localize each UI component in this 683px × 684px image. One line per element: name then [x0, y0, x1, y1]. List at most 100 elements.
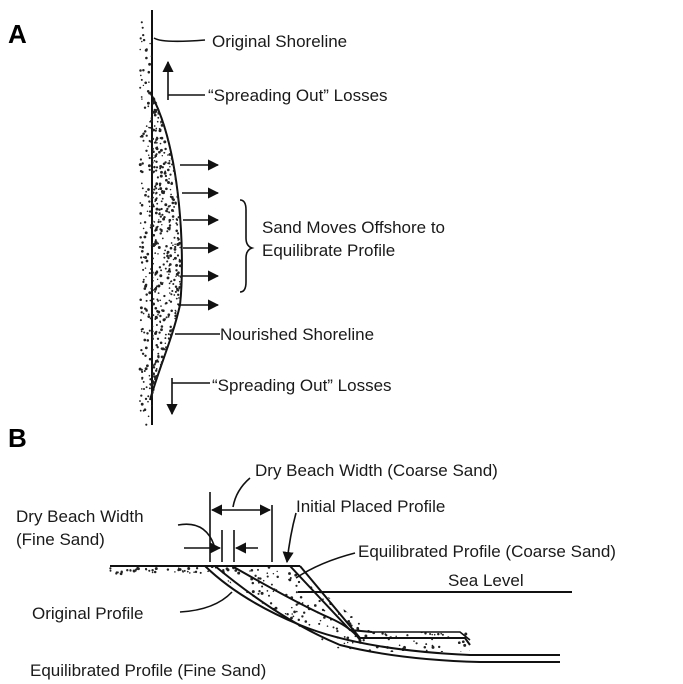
sand-dot — [145, 347, 148, 350]
sand-dot — [224, 603, 227, 606]
sand-dot — [169, 153, 172, 156]
sand-dot — [178, 376, 180, 378]
sand-dot — [428, 594, 430, 596]
sand-dot — [175, 269, 177, 271]
sand-dot — [165, 368, 167, 370]
sand-dot — [158, 208, 160, 210]
sand-dot — [238, 596, 241, 599]
sand-dot — [352, 598, 354, 600]
sand-dot — [360, 573, 361, 574]
sand-dot — [239, 635, 241, 637]
panel-b-letter: B — [8, 423, 27, 453]
sand-dot — [147, 146, 148, 147]
sand-dot — [169, 160, 171, 162]
sand-dot — [186, 229, 188, 231]
sand-dot — [318, 600, 320, 602]
sand-dot — [143, 339, 146, 342]
sand-dot — [238, 643, 240, 645]
sand-dot — [141, 377, 143, 379]
sand-dot — [178, 154, 181, 157]
sand-dot — [165, 303, 167, 305]
sand-dot — [363, 639, 365, 641]
sand-dot — [462, 640, 465, 643]
sand-dot — [245, 611, 248, 614]
sand-dot — [443, 614, 445, 616]
sand-dot — [321, 638, 323, 640]
sand-dot — [161, 91, 163, 93]
sand-dot — [346, 636, 349, 639]
sand-dot — [173, 351, 175, 353]
sand-dot — [143, 140, 145, 142]
sand-dot — [366, 654, 369, 657]
sand-dot — [168, 300, 170, 302]
sand-dot — [140, 394, 142, 396]
sand-dot — [212, 622, 215, 625]
sand-dot — [183, 288, 186, 291]
sand-dot — [165, 268, 167, 270]
sand-dot — [161, 347, 164, 350]
sand-dot — [179, 259, 181, 261]
sand-dot — [285, 631, 288, 634]
sand-dot — [180, 353, 182, 355]
sand-dot — [146, 125, 148, 127]
sand-dot — [187, 567, 190, 570]
sand-dot — [257, 642, 260, 645]
sand-dot — [183, 121, 185, 123]
sand-dot — [414, 654, 416, 656]
sand-dot — [214, 641, 217, 644]
sand-dot — [291, 613, 293, 615]
sand-dot — [152, 349, 154, 351]
sand-dot — [438, 576, 440, 578]
sand-dot — [369, 580, 371, 582]
sand-dot — [360, 568, 363, 571]
sand-dot — [181, 373, 184, 376]
sand-dot — [169, 254, 172, 257]
sand-dot — [227, 634, 229, 636]
sand-dot — [151, 117, 153, 119]
sand-dot — [176, 298, 178, 300]
sand-dot — [255, 645, 257, 647]
sand-dot — [229, 582, 231, 584]
sand-dot — [220, 643, 223, 646]
sand-dot — [407, 595, 410, 598]
sand-dot — [252, 582, 254, 584]
sand-dot — [344, 643, 346, 645]
sand-dot — [174, 388, 177, 391]
sand-dot — [162, 198, 164, 200]
sand-dot — [156, 285, 158, 287]
sand-dot — [262, 617, 265, 620]
sand-dot — [160, 175, 163, 178]
sand-dot — [231, 601, 233, 603]
sand-dot — [183, 136, 185, 138]
sand-dot — [169, 392, 171, 394]
sand-dot — [208, 624, 210, 626]
sand-dot — [163, 295, 165, 297]
sand-dot — [356, 612, 358, 614]
sand-dot — [144, 130, 147, 133]
sand-dot — [206, 636, 208, 638]
sand-dot — [264, 615, 266, 617]
sand-dot — [158, 109, 160, 111]
sand-dot — [175, 286, 177, 288]
sand-dot — [226, 620, 228, 622]
sand-dot — [354, 578, 355, 579]
sand-dot — [167, 379, 169, 381]
sand-dot — [143, 228, 145, 230]
sand-dot — [157, 221, 159, 223]
sand-dot — [407, 617, 410, 620]
sand-dot — [185, 184, 187, 186]
sand-dot — [286, 613, 288, 615]
sand-dot — [160, 93, 163, 96]
sand-dot — [237, 572, 240, 575]
sand-dot — [186, 96, 187, 97]
sand-dot — [185, 197, 187, 199]
sand-dot — [160, 107, 162, 109]
sand-dot — [155, 95, 158, 98]
sand-dot — [175, 352, 177, 354]
sand-dot — [225, 622, 227, 624]
sand-dot — [185, 146, 187, 148]
sand-dot — [164, 172, 167, 175]
sand-dot — [189, 572, 191, 574]
sand-dot — [177, 232, 179, 234]
